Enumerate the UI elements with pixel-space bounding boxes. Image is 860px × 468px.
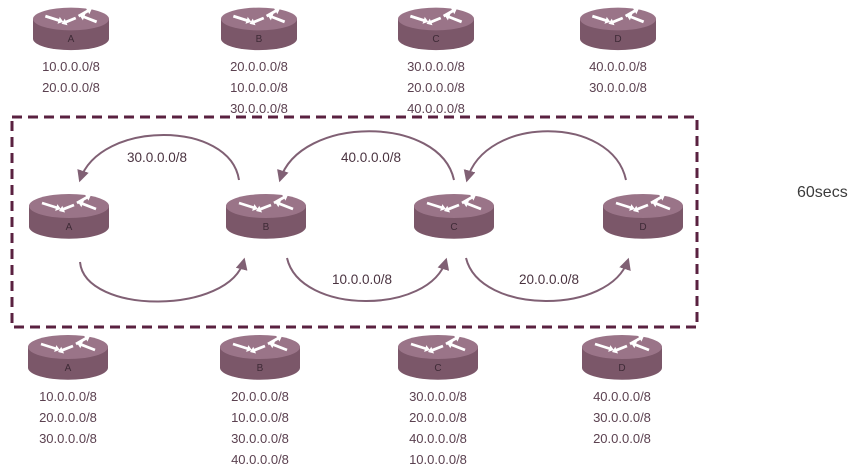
bottom-router-d-route: 30.0.0.0/8 xyxy=(593,410,651,425)
router-label: D xyxy=(618,363,625,374)
top-router-b-route: 30.0.0.0/8 xyxy=(230,101,288,116)
router-arrows-icon xyxy=(232,7,286,26)
top-router-b-route: 10.0.0.0/8 xyxy=(230,80,288,95)
arrow-d-to-c xyxy=(463,130,627,183)
bottom-router-c-route: 10.0.0.0/8 xyxy=(409,452,467,467)
bottom-router-b-route: 40.0.0.0/8 xyxy=(231,452,289,467)
bottom-router-b-route: 30.0.0.0/8 xyxy=(231,431,289,446)
middle-router-c: C xyxy=(414,194,494,239)
router-arrows-icon xyxy=(410,335,466,354)
update-label-b-to-c: 10.0.0.0/8 xyxy=(332,272,392,287)
router-arrows-icon xyxy=(426,194,482,213)
top-router-d-route: 40.0.0.0/8 xyxy=(589,59,647,74)
bottom-router-a-route: 30.0.0.0/8 xyxy=(39,431,97,446)
update-arrows xyxy=(77,130,631,303)
router-label: A xyxy=(65,363,72,374)
bottom-router-d-route: 40.0.0.0/8 xyxy=(593,389,651,404)
router-arrows-icon xyxy=(591,7,645,26)
bottom-router-c-route: 30.0.0.0/8 xyxy=(409,389,467,404)
top-router-b-route: 20.0.0.0/8 xyxy=(230,59,288,74)
top-router-d-route: 30.0.0.0/8 xyxy=(589,80,647,95)
timer-label: 60secs xyxy=(797,184,848,201)
top-router-c: C xyxy=(398,7,474,51)
arrow-a-to-b xyxy=(79,257,248,303)
router-arrows-icon xyxy=(409,7,463,26)
middle-router-b: B xyxy=(226,194,306,239)
bottom-router-b-route: 20.0.0.0/8 xyxy=(231,389,289,404)
router-label: B xyxy=(256,34,263,45)
router-arrows-icon xyxy=(41,194,97,213)
arrow-c-to-b xyxy=(277,130,455,183)
top-router-d: D xyxy=(580,7,656,51)
update-label-c-to-b: 40.0.0.0/8 xyxy=(341,150,401,165)
top-router-b: B xyxy=(221,7,297,51)
top-router-a: A xyxy=(33,7,109,51)
update-label-c-to-d: 20.0.0.0/8 xyxy=(519,272,579,287)
middle-router-a: A xyxy=(29,194,110,239)
update-label-b-to-a: 30.0.0.0/8 xyxy=(127,150,187,165)
top-router-c-route: 40.0.0.0/8 xyxy=(407,101,465,116)
router-label: C xyxy=(450,222,457,233)
top-router-c-route: 30.0.0.0/8 xyxy=(407,59,465,74)
router-arrows-icon xyxy=(40,335,96,354)
bottom-router-c-route: 40.0.0.0/8 xyxy=(409,431,467,446)
router-arrows-icon xyxy=(594,335,650,354)
router-arrows-icon xyxy=(44,7,98,26)
router-label: D xyxy=(614,34,621,45)
router-arrows-icon xyxy=(615,194,671,213)
arrow-b-to-c xyxy=(286,257,450,302)
router-arrows-icon xyxy=(232,335,288,354)
router-label: C xyxy=(434,363,441,374)
bottom-router-c: C xyxy=(398,335,478,380)
top-router-a-route: 10.0.0.0/8 xyxy=(42,59,100,74)
bottom-router-a-route: 20.0.0.0/8 xyxy=(39,410,97,425)
top-router-c-route: 20.0.0.0/8 xyxy=(407,80,465,95)
update-interval-frame xyxy=(10,115,699,329)
router-label: A xyxy=(66,222,73,233)
middle-router-d: D xyxy=(603,194,683,239)
router-label: A xyxy=(68,34,75,45)
router-label: B xyxy=(263,222,270,233)
bottom-router-d-route: 20.0.0.0/8 xyxy=(593,431,651,446)
bottom-router-b-route: 10.0.0.0/8 xyxy=(231,410,289,425)
bottom-router-a: A xyxy=(28,335,108,380)
bottom-router-b: B xyxy=(220,335,300,380)
router-label: B xyxy=(257,363,264,374)
arrow-b-to-a xyxy=(77,134,240,183)
router-label: C xyxy=(432,34,439,45)
top-router-a-route: 20.0.0.0/8 xyxy=(42,80,100,95)
router-label: D xyxy=(639,222,646,233)
bottom-router-a-route: 10.0.0.0/8 xyxy=(39,389,97,404)
bottom-router-c-route: 20.0.0.0/8 xyxy=(409,410,467,425)
arrow-c-to-d xyxy=(465,257,631,302)
router-arrows-icon xyxy=(238,194,294,213)
bottom-router-d: D xyxy=(582,335,662,380)
